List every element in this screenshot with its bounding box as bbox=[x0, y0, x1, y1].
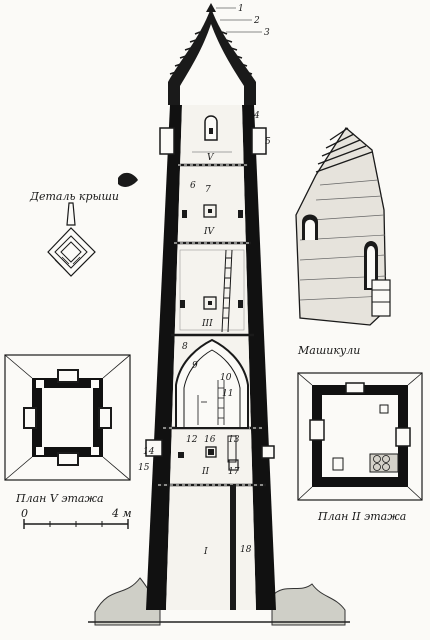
callout-9-label: 9 bbox=[192, 361, 198, 371]
callout-8-label: 8 bbox=[182, 342, 188, 352]
callout-2: 2 bbox=[220, 16, 260, 26]
floor-label-i: I bbox=[203, 547, 208, 557]
callout-2-label: 2 bbox=[253, 16, 260, 26]
callout-5-label: 5 bbox=[265, 137, 271, 147]
plan-v-drawing bbox=[4, 354, 131, 481]
callout-1-label: 1 bbox=[238, 4, 244, 14]
floor-label-v: V bbox=[207, 153, 215, 163]
callout-4-label: 4 bbox=[253, 111, 260, 121]
tower-right-wall bbox=[242, 105, 276, 610]
plan-ii-caption: План II этажа bbox=[317, 510, 406, 523]
scale-start-label: 0 bbox=[21, 507, 28, 520]
machicolations-caption: Машикули bbox=[297, 344, 360, 357]
tower-left-wall bbox=[146, 105, 182, 610]
callout-18-label: 18 bbox=[240, 545, 252, 555]
callout-16-label: 16 bbox=[204, 435, 216, 445]
callout-14-label: 14 bbox=[143, 447, 155, 457]
callout-13-label: 13 bbox=[228, 435, 240, 445]
plan-ii-drawing bbox=[297, 372, 423, 501]
machicolations-drawing bbox=[295, 127, 391, 326]
callout-3: 3 bbox=[226, 28, 270, 38]
callout-7-label: 7 bbox=[205, 185, 211, 195]
callout-17-label: 17 bbox=[228, 467, 240, 477]
callout-15-label: 15 bbox=[138, 463, 150, 473]
callout-3-label: 3 bbox=[264, 28, 270, 38]
callout-12-label: 12 bbox=[186, 435, 198, 445]
callout-1: 1 bbox=[216, 4, 244, 14]
gothic-vault bbox=[175, 338, 249, 429]
scale-end-label: 4 м bbox=[111, 507, 132, 520]
floor-label-iv: IV bbox=[203, 227, 216, 237]
tower-section bbox=[88, 3, 350, 626]
floor-label-ii: II bbox=[201, 467, 210, 477]
callout-10-label: 10 bbox=[220, 373, 232, 383]
plan-v-caption: План V этажа bbox=[15, 492, 104, 505]
scale-bar: 0 4 м bbox=[21, 507, 132, 529]
floor-label-iii: III bbox=[201, 319, 213, 329]
roof-detail-drawing bbox=[47, 172, 138, 277]
callout-6-label: 6 bbox=[190, 181, 196, 191]
callout-11-label: 11 bbox=[222, 389, 233, 399]
roof-detail-caption: Деталь крыши bbox=[29, 190, 119, 203]
